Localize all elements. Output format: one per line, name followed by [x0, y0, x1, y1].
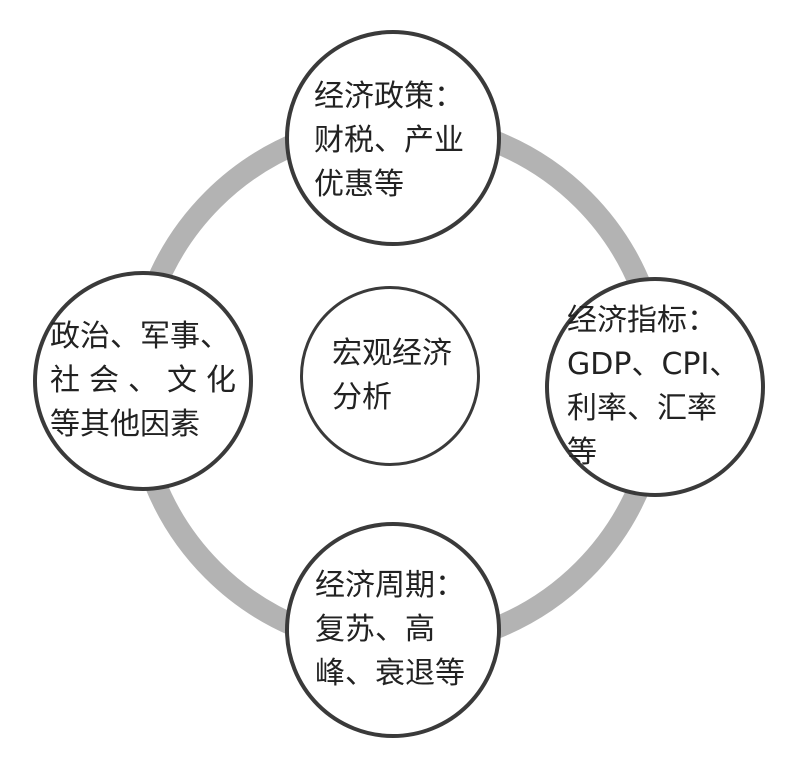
indicators-line-4: 等 [567, 435, 597, 470]
node-other-factors: 政治、军事、 社会、文化 等其他因素 [33, 271, 253, 491]
center-circle: 宏观经济 分析 [300, 286, 480, 466]
policy-line-2: 财税、产业 [314, 123, 464, 158]
node-economic-indicators: 经济指标： GDP、CPI、 利率、汇率 等 [545, 277, 765, 497]
cycle-line-3: 峰、衰退等 [315, 656, 465, 691]
indicators-line-3: 利率、汇率 [567, 391, 717, 426]
factors-line-2: 社会、文化 [50, 363, 245, 398]
indicators-line-1: 经济指标： [567, 303, 717, 338]
node-economic-indicators-label: 经济指标： GDP、CPI、 利率、汇率 等 [567, 299, 743, 475]
center-line-2: 分析 [332, 380, 392, 415]
policy-line-3: 优惠等 [314, 167, 404, 202]
factors-line-1: 政治、军事、 [50, 319, 230, 354]
indicators-line-2: GDP、CPI、 [567, 347, 740, 382]
center-line-1: 宏观经济 [332, 336, 452, 371]
node-other-factors-label: 政治、军事、 社会、文化 等其他因素 [50, 315, 236, 447]
node-economic-policy: 经济政策： 财税、产业 优惠等 [285, 30, 501, 246]
center-label: 宏观经济 分析 [318, 332, 462, 420]
policy-line-1: 经济政策： [314, 79, 464, 114]
factors-line-3: 等其他因素 [50, 407, 200, 442]
cycle-line-2: 复苏、高 [315, 612, 435, 647]
cycle-line-1: 经济周期： [315, 568, 465, 603]
node-economic-cycle: 经济周期： 复苏、高 峰、衰退等 [285, 522, 501, 738]
node-economic-cycle-label: 经济周期： 复苏、高 峰、衰退等 [299, 564, 487, 696]
node-economic-policy-label: 经济政策： 财税、产业 优惠等 [302, 69, 484, 207]
